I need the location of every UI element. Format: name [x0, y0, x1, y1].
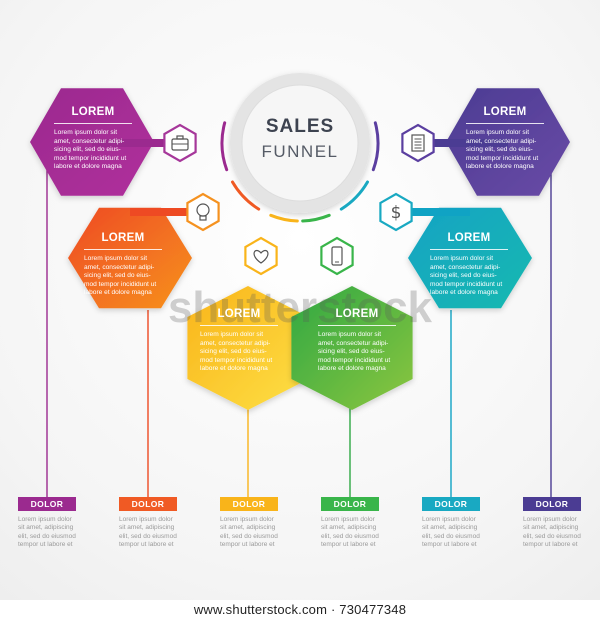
panel-divider	[430, 249, 508, 250]
panel-title: LOREM	[335, 308, 379, 320]
watermark-text: shutterstock	[168, 283, 433, 332]
panel-divider	[54, 123, 132, 124]
ring-segment	[301, 213, 331, 223]
panel-shape-4	[291, 286, 413, 410]
panel-title: LOREM	[483, 106, 527, 118]
smartphone-icon	[320, 236, 354, 276]
center-title-sales: SALES	[265, 116, 335, 137]
panel-4: LOREM Lorem ipsum dolor sit amet, consect…	[318, 308, 396, 374]
ring-segment	[339, 180, 369, 211]
dolor-badge-3: DOLOR	[220, 497, 278, 511]
badge-description: Lorem ipsum dolor sit amet, adipiscing e…	[422, 516, 480, 549]
sales-funnel-diagram: $ shutterstock	[30, 73, 570, 497]
panel-shape-3	[187, 286, 309, 410]
panel-divider	[200, 325, 278, 326]
panel-title: LOREM	[217, 308, 261, 320]
briefcase-icon	[163, 123, 197, 163]
panel-title: LOREM	[101, 232, 145, 244]
badge-description: Lorem ipsum dolor sit amet, adipiscing e…	[18, 516, 76, 549]
panel-title: LOREM	[447, 232, 491, 244]
dolor-badge-1: DOLOR	[18, 497, 76, 511]
panel-body-text: Lorem ipsum dolor sit amet, consectetur …	[430, 255, 503, 297]
ring-segment	[231, 180, 261, 211]
panel-body-text: Lorem ipsum dolor sit amet, consectetur …	[200, 331, 273, 373]
panel-5: LOREM Lorem ipsum dolor sit amet, consect…	[430, 232, 508, 298]
dolor-badge-5: DOLOR	[422, 497, 480, 511]
dolor-badge-6: DOLOR	[523, 497, 581, 511]
dolor-badge-2: DOLOR	[119, 497, 177, 511]
dolor-badge-4: DOLOR	[321, 497, 379, 511]
ring-segment	[220, 121, 229, 172]
ring-segment	[371, 121, 380, 172]
center-inner-circle	[241, 84, 359, 202]
badge-description: Lorem ipsum dolor sit amet, adipiscing e…	[321, 516, 379, 549]
badge-description: Lorem ipsum dolor sit amet, adipiscing e…	[523, 516, 581, 549]
heart-icon	[244, 236, 278, 276]
panel-3: LOREM Lorem ipsum dolor sit amet, consect…	[200, 308, 278, 374]
panel-title: LOREM	[71, 106, 115, 118]
stock-image-footer: www.shutterstock.com · 730477348	[0, 600, 600, 620]
panel-shape-5	[408, 207, 532, 309]
dollar-icon: $	[379, 192, 413, 232]
lightbulb-icon	[186, 192, 220, 232]
document-icon	[401, 123, 435, 163]
ring-segment	[269, 213, 299, 223]
panel-divider	[466, 123, 544, 124]
panel-body-text: Lorem ipsum dolor sit amet, consectetur …	[466, 129, 539, 171]
panel-divider	[318, 325, 396, 326]
svg-text:$: $	[391, 203, 402, 223]
panel-body-text: Lorem ipsum dolor sit amet, consectetur …	[84, 255, 157, 297]
panel-6: LOREM Lorem ipsum dolor sit amet, consect…	[466, 106, 544, 172]
center-title-funnel: FUNNEL	[261, 142, 339, 161]
badge-description: Lorem ipsum dolor sit amet, adipiscing e…	[119, 516, 177, 549]
badge-description: Lorem ipsum dolor sit amet, adipiscing e…	[220, 516, 278, 549]
panel-shape-2	[68, 207, 192, 309]
panel-body-text: Lorem ipsum dolor sit amet, consectetur …	[54, 129, 127, 171]
panel-1: LOREM Lorem ipsum dolor sit amet, consect…	[54, 106, 132, 172]
panel-divider	[84, 249, 162, 250]
panel-2: LOREM Lorem ipsum dolor sit amet, consect…	[84, 232, 162, 298]
panel-body-text: Lorem ipsum dolor sit amet, consectetur …	[318, 331, 391, 373]
